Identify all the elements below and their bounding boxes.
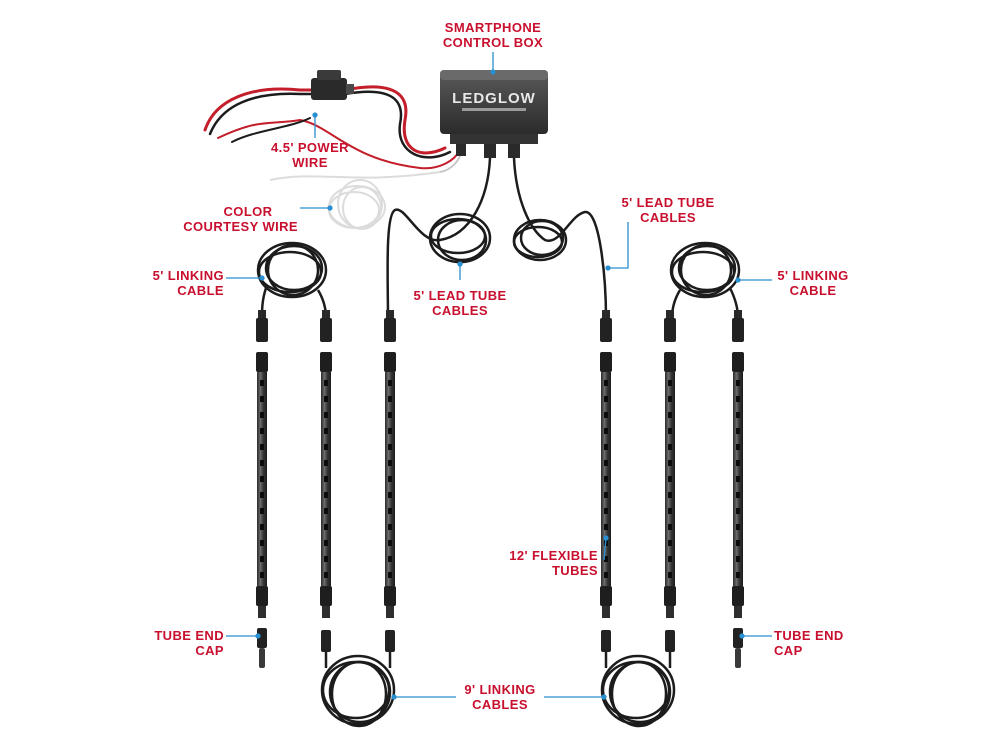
label-end-cap-right: TUBE END CAP <box>774 628 864 658</box>
label-end-cap-left-line1: TUBE END <box>154 628 224 643</box>
label-linking-right-line2: CABLE <box>789 283 837 298</box>
top-connectors <box>256 310 744 342</box>
linking-9ft-left <box>320 630 396 728</box>
leader-lines <box>226 52 772 700</box>
label-lead-tube-right-line1: 5' LEAD TUBE <box>621 195 715 210</box>
label-power-wire-line2: WIRE <box>292 155 328 170</box>
label-linking-9ft-line1: 9' LINKING <box>464 682 536 697</box>
flexible-tube <box>320 352 332 618</box>
fuse-holder <box>311 70 354 100</box>
label-linking-right-line1: 5' LINKING <box>777 268 849 283</box>
label-end-cap-left: TUBE END CAP <box>140 628 224 658</box>
label-end-cap-right-line1: TUBE END <box>774 628 844 643</box>
label-control-box-line2: CONTROL BOX <box>442 35 544 50</box>
control-box-logo: LEDGLOW <box>452 90 536 107</box>
label-linking-9ft: 9' LINKING CABLES <box>450 682 550 712</box>
label-control-box: SMARTPHONE CONTROL BOX <box>430 20 556 50</box>
flexible-tube <box>256 352 268 618</box>
flexible-tube <box>664 352 676 618</box>
label-lead-tube-left-line2: CABLES <box>432 303 488 318</box>
top-connector <box>320 310 332 342</box>
label-power-wire-line1: 4.5' POWER <box>271 140 349 155</box>
linking-coil-left <box>256 241 328 319</box>
top-connector <box>384 310 396 342</box>
linking-coil-right <box>669 241 741 319</box>
label-power-wire: 4.5' POWER WIRE <box>258 140 362 170</box>
label-lead-tube-right: 5' LEAD TUBE CABLES <box>608 195 728 225</box>
label-linking-left-line2: CABLE <box>177 283 224 298</box>
label-linking-left-line1: 5' LINKING <box>152 268 224 283</box>
label-lead-tube-right-line2: CABLES <box>640 210 696 225</box>
label-courtesy-wire-line1: COLOR <box>223 204 273 219</box>
label-courtesy-wire-line2: COURTESY WIRE <box>183 219 298 234</box>
top-connector <box>664 310 676 342</box>
label-flexible-tubes: 12' FLEXIBLE TUBES <box>488 548 598 578</box>
end-cap-right <box>733 628 743 668</box>
label-linking-left: 5' LINKING CABLE <box>128 268 224 298</box>
label-control-box-line1: SMARTPHONE <box>444 20 542 35</box>
label-flexible-tubes-line2: TUBES <box>551 563 598 578</box>
flexible-tube <box>384 352 396 618</box>
linking-9ft-right <box>600 630 676 728</box>
label-flexible-tubes-line1: 12' FLEXIBLE <box>509 548 598 563</box>
control-box: LEDGLOW <box>440 70 548 158</box>
top-connector <box>600 310 612 342</box>
flexible-tube <box>600 352 612 618</box>
label-linking-right: 5' LINKING CABLE <box>770 268 856 298</box>
label-lead-tube-left-line1: 5' LEAD TUBE <box>413 288 507 303</box>
flexible-tube <box>732 352 744 618</box>
label-lead-tube-left: 5' LEAD TUBE CABLES <box>400 288 520 318</box>
flexible-tubes <box>256 352 744 618</box>
label-courtesy-wire: COLOR COURTESY WIRE <box>170 204 298 234</box>
top-connector <box>256 310 268 342</box>
label-linking-9ft-line2: CABLES <box>472 697 528 712</box>
end-cap-left <box>257 628 267 668</box>
label-end-cap-left-line2: CAP <box>195 643 224 658</box>
label-end-cap-right-line2: CAP <box>774 643 803 658</box>
top-connector <box>732 310 744 342</box>
power-wire <box>203 85 461 170</box>
